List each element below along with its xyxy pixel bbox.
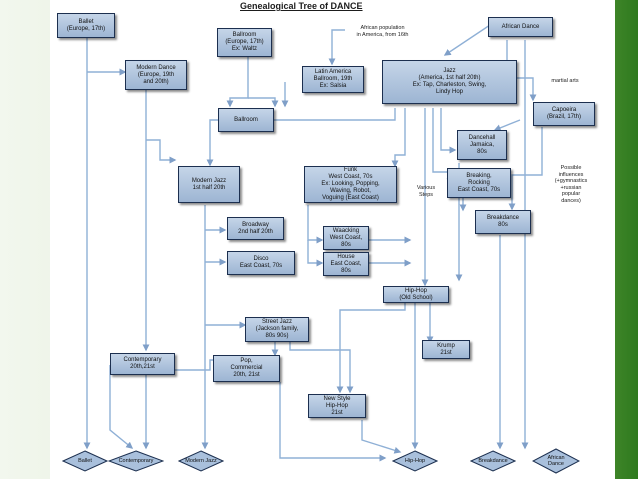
box-house: House East Coast, 80s	[323, 252, 369, 276]
box-african-dance-top: African Dance	[488, 17, 553, 37]
box-krump: Krump 21st	[422, 340, 470, 359]
box-broadway: Broadway 2nd half 20th	[227, 217, 284, 240]
diagram-title: Genealogical Tree of DANCE	[240, 1, 363, 11]
box-breaking: Breaking, Rocking East Coast, 70s	[447, 168, 511, 198]
diagram-sheet: Genealogical Tree of DANCE Ballet (Europ…	[50, 0, 615, 479]
box-jazz: Jazz (America, 1st half 20th) Ex: Tap, C…	[382, 60, 517, 104]
bottom-african-dance: African Dance	[532, 448, 580, 474]
box-ballroom: Ballroom	[218, 108, 274, 132]
box-disco: Disco East Coast, 70s	[227, 251, 295, 275]
note-african-population: African population in America, from 16th	[356, 25, 409, 38]
box-funk: Funk West Coast, 70s Ex: Looking, Poppin…	[304, 166, 397, 203]
bottom-modern-jazz: Modern Jazz	[178, 450, 224, 472]
box-pop-commercial: Pop, Commercial 20th, 21st	[213, 355, 280, 382]
box-capoeira: Capoeira (Brazil, 17th)	[533, 102, 595, 126]
note-martial-arts: martial arts	[551, 78, 579, 84]
box-contemporary: Contemporary 20th,21st	[110, 353, 175, 375]
bottom-hiphop-label: Hip-Hop	[404, 458, 426, 464]
box-ballroom-origin: Ballroom (Europe, 17th) Ex: Waltz	[217, 28, 272, 57]
note-possible-influences: Possible influences (+gymnastics +russia…	[554, 165, 588, 204]
bottom-breakdance-label: Breakdance	[478, 458, 508, 464]
box-new-style-hiphop: New Style Hip-Hop 21st	[308, 394, 366, 418]
box-modern-jazz: Modern Jazz 1st half 20th	[178, 166, 240, 203]
bottom-contemporary: Contemporary	[108, 450, 164, 472]
box-breakdance: Breakdance 80s	[475, 210, 531, 234]
connector-lines	[83, 24, 543, 462]
bottom-modern-jazz-label: Modern Jazz	[185, 458, 217, 464]
bottom-ballet: Ballet	[62, 450, 108, 472]
box-latin-america: Latin America Ballroom, 19th Ex: Salsia	[302, 66, 364, 93]
box-hiphop-old-school: Hip-Hop (Old School)	[383, 286, 449, 303]
bottom-african-dance-label: African Dance	[547, 454, 565, 468]
box-modern-dance: Modern Dance (Europe, 19th and 20th)	[125, 60, 187, 90]
box-ballet-origin: Ballet (Europe, 17th)	[57, 13, 115, 38]
box-dancehall: Dancehall Jamaica, 80s	[457, 130, 507, 160]
box-waacking: Waacking West Coast, 80s	[323, 226, 369, 250]
bottom-hiphop: Hip-Hop	[392, 450, 438, 472]
bottom-ballet-label: Ballet	[78, 458, 92, 464]
box-street-jazz: Street Jazz (Jackson family, 80s 90s)	[245, 317, 309, 342]
bottom-breakdance: Breakdance	[470, 450, 516, 472]
note-various-steps: Various Steps	[416, 185, 436, 198]
bottom-contemporary-label: Contemporary	[118, 458, 154, 464]
